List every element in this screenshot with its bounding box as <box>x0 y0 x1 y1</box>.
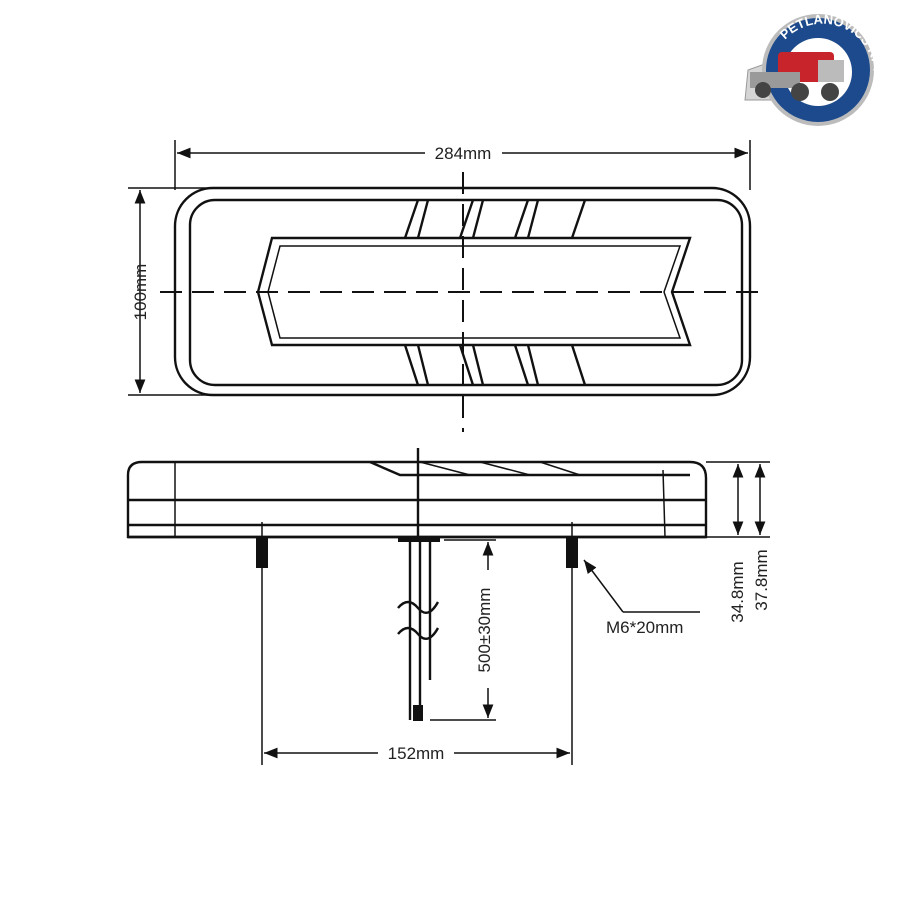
company-logo: PETLÁNOVICS KFT <box>744 11 886 126</box>
height-dimension-label: 100mm <box>131 264 150 321</box>
total-depth-label: 37.8mm <box>752 549 771 610</box>
width-dimension-label: 284mm <box>435 144 492 163</box>
bolt-size-label: M6*20mm <box>606 618 683 637</box>
cable-length-label: 500±30mm <box>475 588 494 673</box>
body-depth-label: 34.8mm <box>728 561 747 622</box>
cable <box>397 542 440 720</box>
bolt-spacing-label: 152mm <box>388 744 445 763</box>
top-view <box>160 172 768 432</box>
side-view <box>126 448 708 721</box>
chevron-lines-top <box>403 199 587 386</box>
